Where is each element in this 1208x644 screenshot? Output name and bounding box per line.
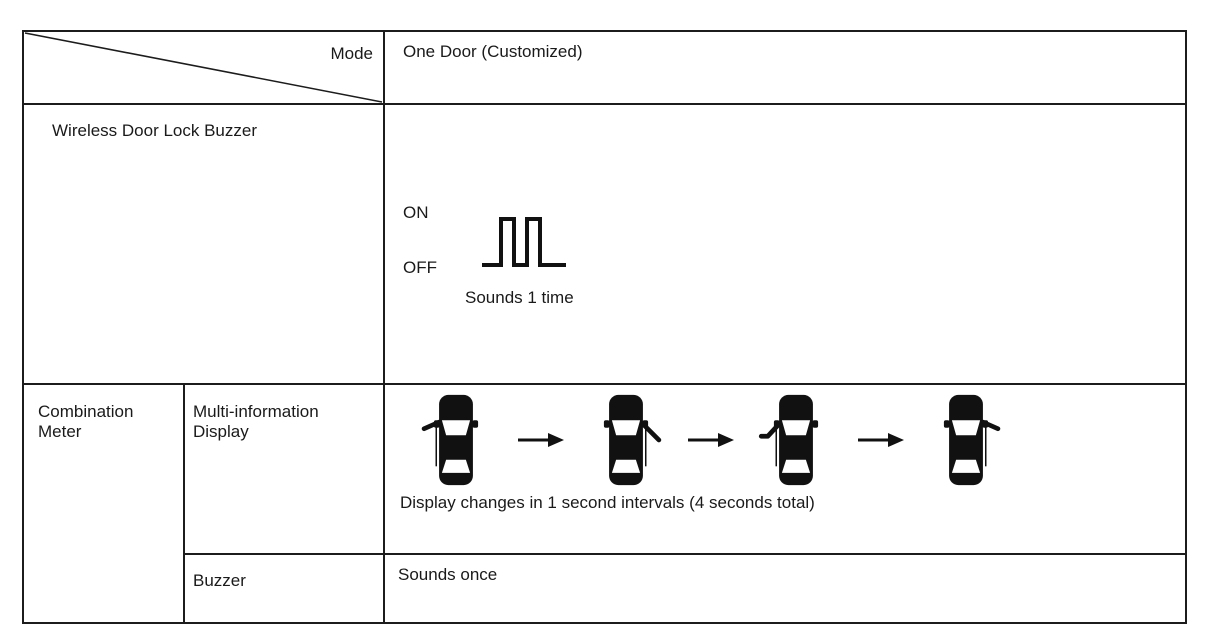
multi-information-display-row-label: Multi-information Display [185,385,385,555]
buzzer-pulse-waveform-icon [482,217,566,267]
right-arrow-icon [858,433,904,447]
car-display-sequence [418,393,1004,487]
buzzer-row-label: Buzzer [185,555,385,622]
display-sequence-caption: Display changes in 1 second intervals (4… [400,493,815,512]
buzzer-value-cell: Sounds once [385,555,1185,622]
waveform-on-label: ON [403,203,429,222]
corner-mode-label: Mode [330,44,373,63]
right-arrow-icon [688,433,734,447]
multi-information-display-value-cell: Display changes in 1 second intervals (4… [385,385,1185,555]
car-top-view-door-open-right-down-icon [603,394,662,486]
right-arrow-icon [518,433,564,447]
waveform-off-label: OFF [403,258,437,277]
waveform-caption: Sounds 1 time [465,288,574,307]
table-corner-cell: Mode [24,32,385,105]
car-top-view-door-open-right-up-icon [943,394,1001,486]
combination-meter-label-text: Combination Meter [38,402,134,441]
buzzer-label-text: Buzzer [193,571,246,590]
buzzer-value-text: Sounds once [398,565,498,584]
door-lock-customization-table: Mode One Door (Customized) Wireless Door… [22,30,1187,624]
car-top-view-door-open-left-down-icon [758,394,819,486]
mode-value-cell: One Door (Customized) [385,32,1185,105]
wireless-buzzer-value-cell: ON OFF Sounds 1 time [385,105,1185,385]
diagonal-divider-line [24,32,383,103]
multi-information-display-label-text: Multi-information Display [193,402,319,441]
combination-meter-row-label: Combination Meter [24,385,185,622]
car-top-view-door-open-left-up-icon [421,394,479,486]
wireless-buzzer-label-text: Wireless Door Lock Buzzer [52,121,258,140]
mode-value-text: One Door (Customized) [403,42,583,61]
wireless-buzzer-row-label: Wireless Door Lock Buzzer [24,105,385,385]
